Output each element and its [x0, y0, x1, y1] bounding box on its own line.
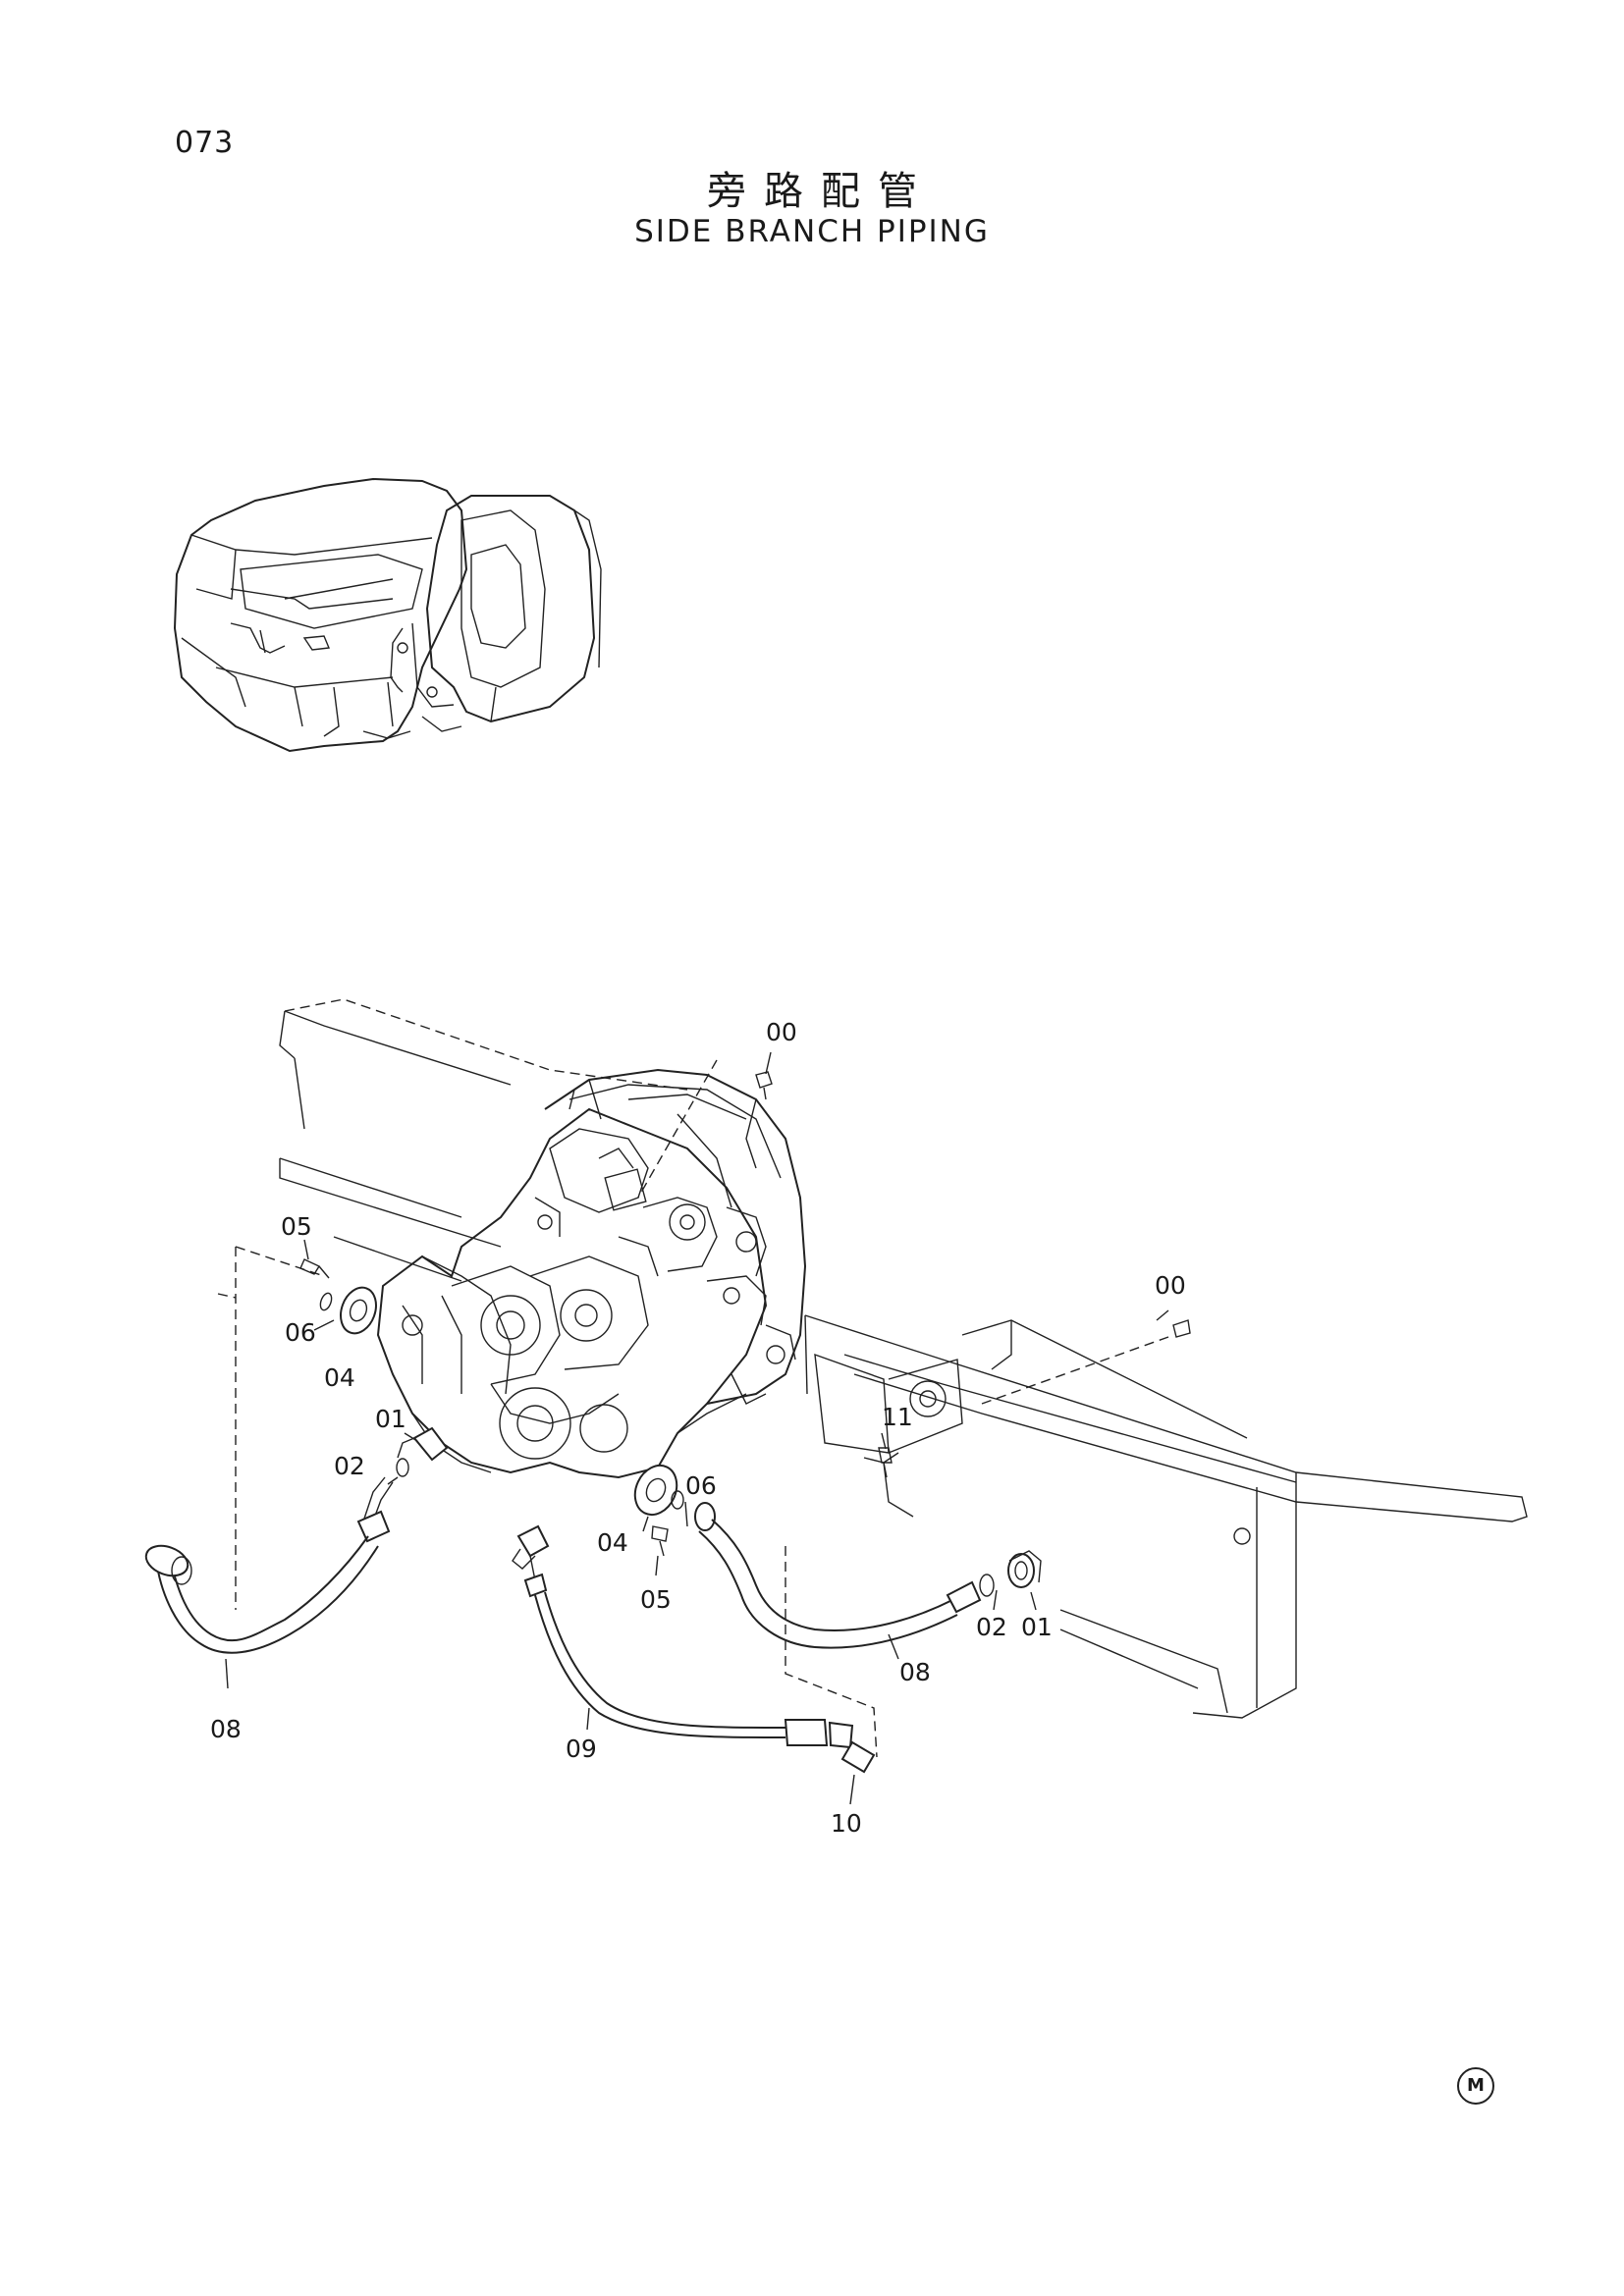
pilot-hose-assembly [512, 1524, 876, 1774]
title-english: SIDE BRANCH PIPING [634, 214, 990, 249]
callout-06-left: 06 [285, 1318, 316, 1347]
page-number: 073 [175, 126, 235, 160]
circled-m-mark: M [1457, 2067, 1494, 2105]
callout-10: 10 [831, 1809, 862, 1838]
callout-02-left: 02 [334, 1452, 365, 1480]
callout-labels: 00 00 05 06 04 01 02 08 06 04 05 11 02 0… [210, 1018, 1186, 1838]
callout-05-left: 05 [281, 1212, 312, 1241]
callout-01-left: 01 [375, 1405, 406, 1433]
callout-00-top: 00 [766, 1018, 797, 1046]
callout-09: 09 [566, 1735, 597, 1763]
callout-00-right: 00 [1155, 1271, 1186, 1300]
hydraulic-pump-assembly [376, 1068, 807, 1479]
callout-11: 11 [882, 1403, 913, 1431]
left-piping-parts [144, 1258, 449, 1654]
callout-04-center: 04 [597, 1528, 628, 1557]
excavator-overview-illustration [173, 477, 602, 753]
callout-06-center: 06 [685, 1471, 717, 1500]
callout-04-left: 04 [324, 1363, 355, 1392]
right-piping-parts [633, 1071, 1191, 1649]
callout-01-right: 01 [1021, 1613, 1053, 1641]
frame-rails [279, 998, 1528, 1719]
callout-05-center: 05 [640, 1585, 672, 1614]
callout-02-right: 02 [976, 1613, 1007, 1641]
callout-08-left: 08 [210, 1715, 242, 1743]
leader-lines [217, 1051, 1169, 1805]
title-chinese: 旁路配管 [707, 169, 935, 214]
callout-08-right: 08 [899, 1658, 931, 1686]
